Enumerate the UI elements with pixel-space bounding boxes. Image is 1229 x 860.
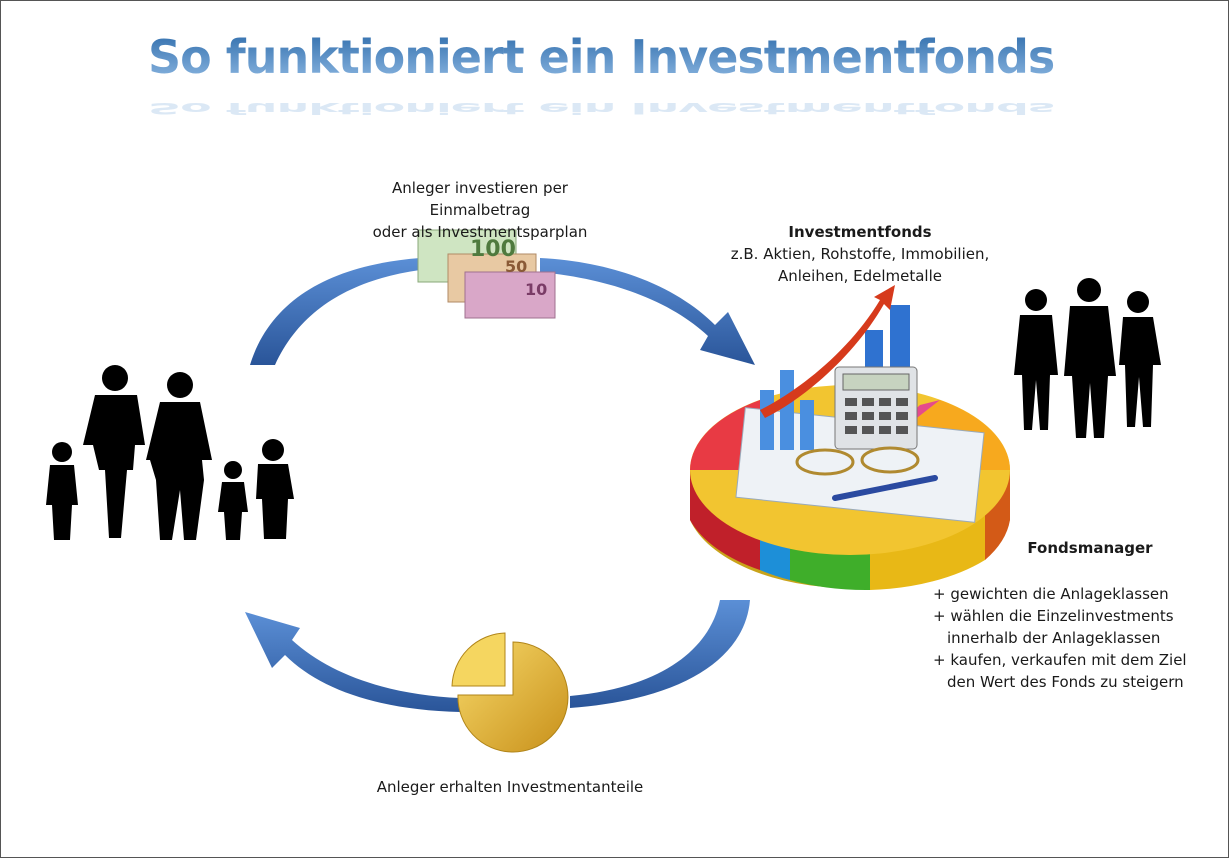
banknote-100: 100	[470, 237, 516, 262]
manager-heading: Fondsmanager	[1027, 539, 1153, 557]
invest-caption: Anleger investieren per Einmalbetrag ode…	[340, 177, 620, 243]
page-title: So funktioniert ein Investmentfonds	[148, 30, 1055, 84]
fund-description: Investmentfonds z.B. Aktien, Rohstoffe, …	[700, 221, 1020, 287]
banknotes-image: 100 50 10	[417, 229, 556, 319]
manager-task: + gewichten die Anlageklassen	[933, 585, 1169, 603]
return-arrow	[245, 600, 750, 712]
invest-arrow	[250, 258, 755, 365]
banknote-10: 10	[525, 280, 547, 299]
manager-task: den Wert des Fonds zu steigern	[947, 673, 1184, 691]
fund-line: Anleihen, Edelmetalle	[778, 267, 942, 285]
manager-task: innerhalb der Anlageklassen	[947, 629, 1161, 647]
fund-heading: Investmentfonds	[788, 223, 932, 241]
invest-caption-line: oder als Investmentsparplan	[372, 223, 588, 241]
fund-line: z.B. Aktien, Rohstoffe, Immobilien,	[730, 245, 990, 263]
manager-task: + wählen die Einzelinvestments	[933, 607, 1174, 625]
investment-shares-pie-icon	[451, 632, 569, 753]
banknote-50: 50	[505, 257, 527, 276]
investment-pie-chart-image	[690, 285, 1010, 591]
fund-managers-silhouette-icon	[1014, 278, 1161, 438]
manager-task-list: + gewichten die Anlageklassen + wählen d…	[933, 583, 1187, 693]
shares-caption: Anleger erhalten Investmentanteile	[376, 778, 644, 796]
manager-task: + kaufen, verkaufen mit dem Ziel	[933, 651, 1187, 669]
invest-caption-line: Anleger investieren per Einmalbetrag	[392, 179, 568, 219]
family-silhouette-icon	[46, 365, 294, 540]
